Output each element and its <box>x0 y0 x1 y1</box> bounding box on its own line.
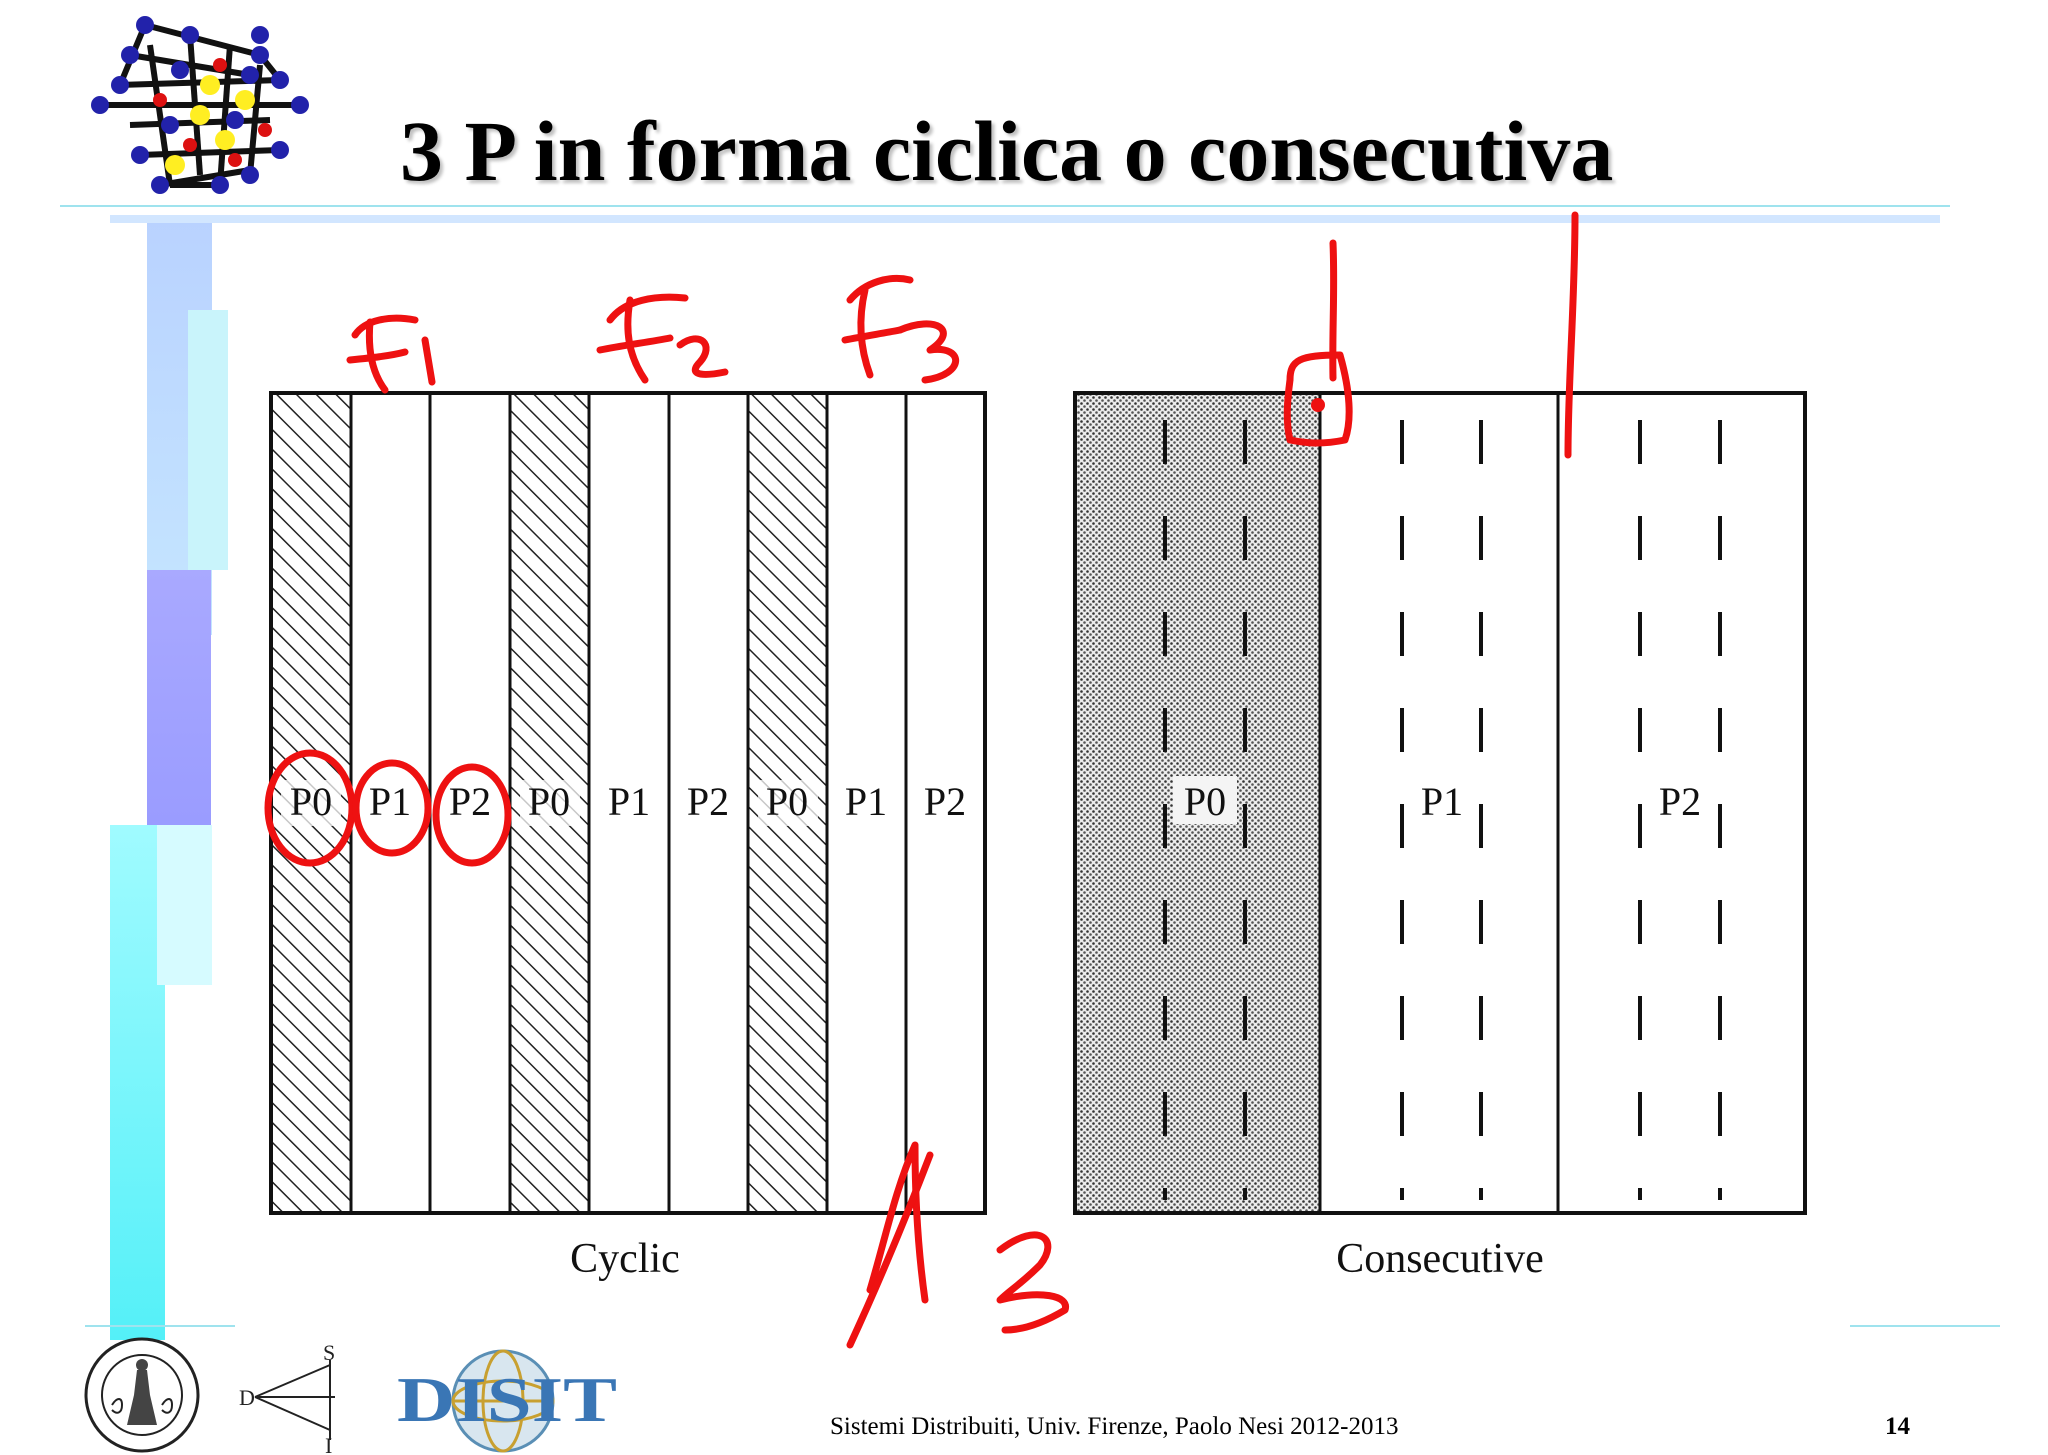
dsi-letter-i: I <box>325 1433 332 1455</box>
ink-circle-p0 <box>264 749 356 867</box>
consecutive-col-label: P2 <box>1659 779 1701 824</box>
deco-bar-cyan <box>110 825 165 1340</box>
title-underline-shadow <box>110 215 1940 223</box>
ink-f1 <box>346 314 436 394</box>
dsi-letter-s: S <box>323 1345 335 1365</box>
ink-f3 <box>841 274 960 384</box>
consecutive-caption: Consecutive <box>1336 1236 1544 1282</box>
footer-line-right <box>1850 1325 2000 1327</box>
cyclic-col-label: P2 <box>449 779 491 824</box>
cyclic-col-label: P2 <box>924 779 966 824</box>
cyclic-col-label: P1 <box>369 779 411 824</box>
title-underline <box>60 205 1950 207</box>
ink-vertical-line <box>1564 211 1579 459</box>
cyclic-col-label: P2 <box>687 779 729 824</box>
cyclic-col-label: P0 <box>290 779 332 824</box>
cyclic-col-label: P1 <box>608 779 650 824</box>
consecutive-panel: P0 P1 P2 Consecutive <box>1073 391 1807 1282</box>
deco-bar-pale-cyan <box>188 310 228 570</box>
slide-title: 3 P in forma ciclica o consecutiva <box>400 103 1614 199</box>
molecule-logo <box>91 16 309 194</box>
cyclic-col-label: P0 <box>766 779 808 824</box>
ink-circle-p2 <box>432 763 512 867</box>
ink-f2 <box>596 293 729 384</box>
cyclic-col-label: P0 <box>528 779 570 824</box>
footer-line-left <box>85 1325 235 1327</box>
university-seal-logo <box>84 1337 200 1453</box>
dsi-logo: S D I <box>239 1345 335 1455</box>
cyclic-panel: P0 P1 P2 P0 P1 P2 P0 P1 P2 Cyclic <box>269 391 987 1282</box>
cyclic-caption: Cyclic <box>570 1236 680 1282</box>
cyclic-col-label: P1 <box>845 779 887 824</box>
consecutive-col-label: P1 <box>1421 779 1463 824</box>
dsi-letter-d: D <box>239 1385 255 1410</box>
disit-text: DISIT <box>397 1364 617 1435</box>
consecutive-frame <box>1073 391 1807 1215</box>
ink-boundary-mark <box>1283 239 1353 447</box>
disit-logo: DISIT <box>397 1349 617 1453</box>
slide-footer: Sistemi Distribuiti, Univ. Firenze, Paol… <box>830 1413 1399 1440</box>
deco-bar-lavender <box>147 570 211 825</box>
page-number: 14 <box>1885 1413 1910 1440</box>
ink-n3 <box>846 1141 1069 1349</box>
ink-circle-p1 <box>352 759 432 857</box>
consecutive-col-label: P0 <box>1184 779 1226 824</box>
ink-annotations <box>264 211 1579 1349</box>
deco-bar-pale <box>157 825 212 985</box>
